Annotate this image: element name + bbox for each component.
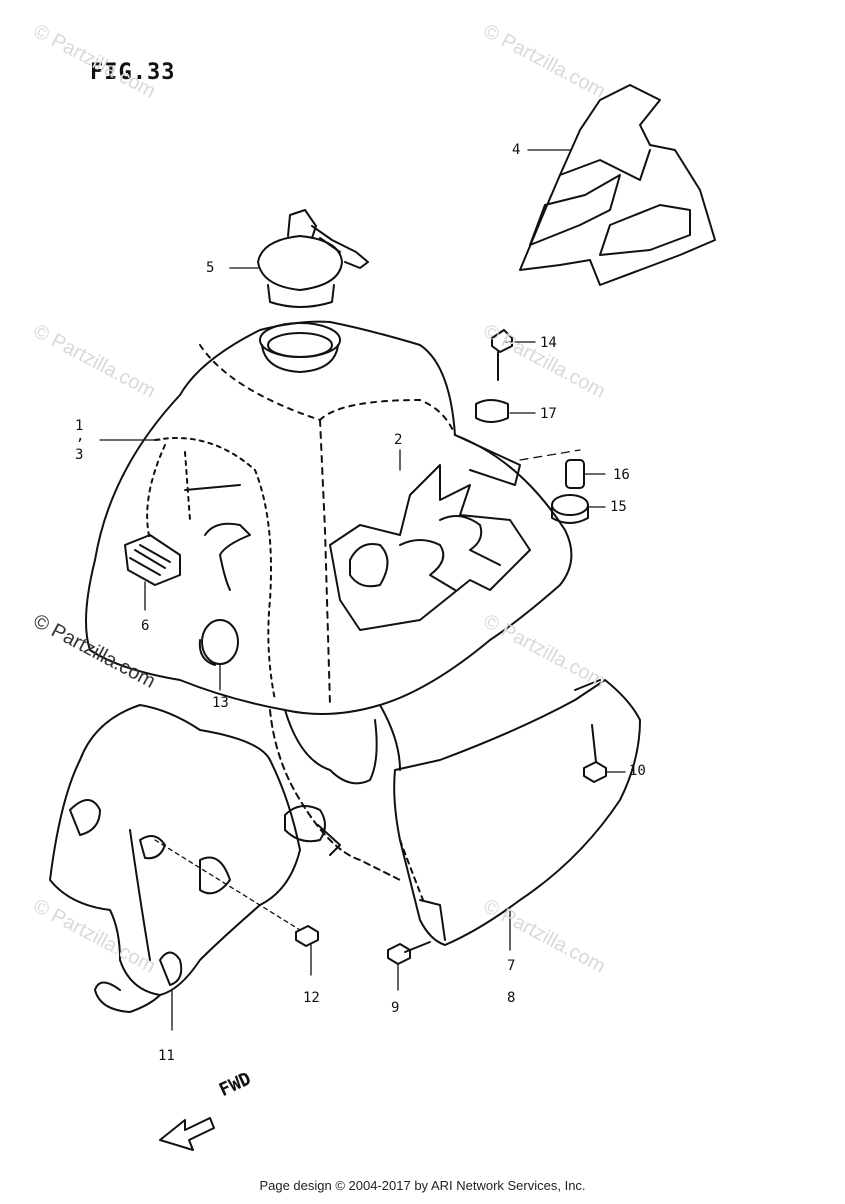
callout-3: 3 xyxy=(75,447,84,463)
callout-11: 11 xyxy=(158,1048,175,1064)
callout-separator: , xyxy=(76,428,85,444)
callout-13: 13 xyxy=(212,695,229,711)
callout-14: 14 xyxy=(540,335,557,351)
callout-6: 6 xyxy=(141,618,150,634)
callout-7: 7 xyxy=(507,958,516,974)
small-parts xyxy=(99,149,626,1031)
callout-17: 17 xyxy=(540,406,557,422)
side-cover-left xyxy=(49,704,301,1013)
callout-2: 2 xyxy=(394,432,403,448)
figure-title: FIG.33 xyxy=(90,60,176,85)
callout-4: 4 xyxy=(512,142,521,158)
fuel-tank xyxy=(85,320,573,881)
callout-15: 15 xyxy=(610,499,627,515)
callout-5: 5 xyxy=(206,260,215,276)
callout-1: 1 xyxy=(75,418,84,434)
callout-8: 8 xyxy=(507,990,516,1006)
callout-16: 16 xyxy=(613,467,630,483)
shroud-decal xyxy=(519,84,716,286)
fuel-cap xyxy=(257,209,369,308)
callout-10: 10 xyxy=(629,763,646,779)
side-cover-right xyxy=(393,679,641,946)
forward-arrow-icon xyxy=(159,1117,215,1151)
page-footer: Page design © 2004-2017 by ARI Network S… xyxy=(259,1178,586,1193)
callout-12: 12 xyxy=(303,990,320,1006)
callout-9: 9 xyxy=(391,1000,400,1016)
tank-decal xyxy=(329,464,531,631)
